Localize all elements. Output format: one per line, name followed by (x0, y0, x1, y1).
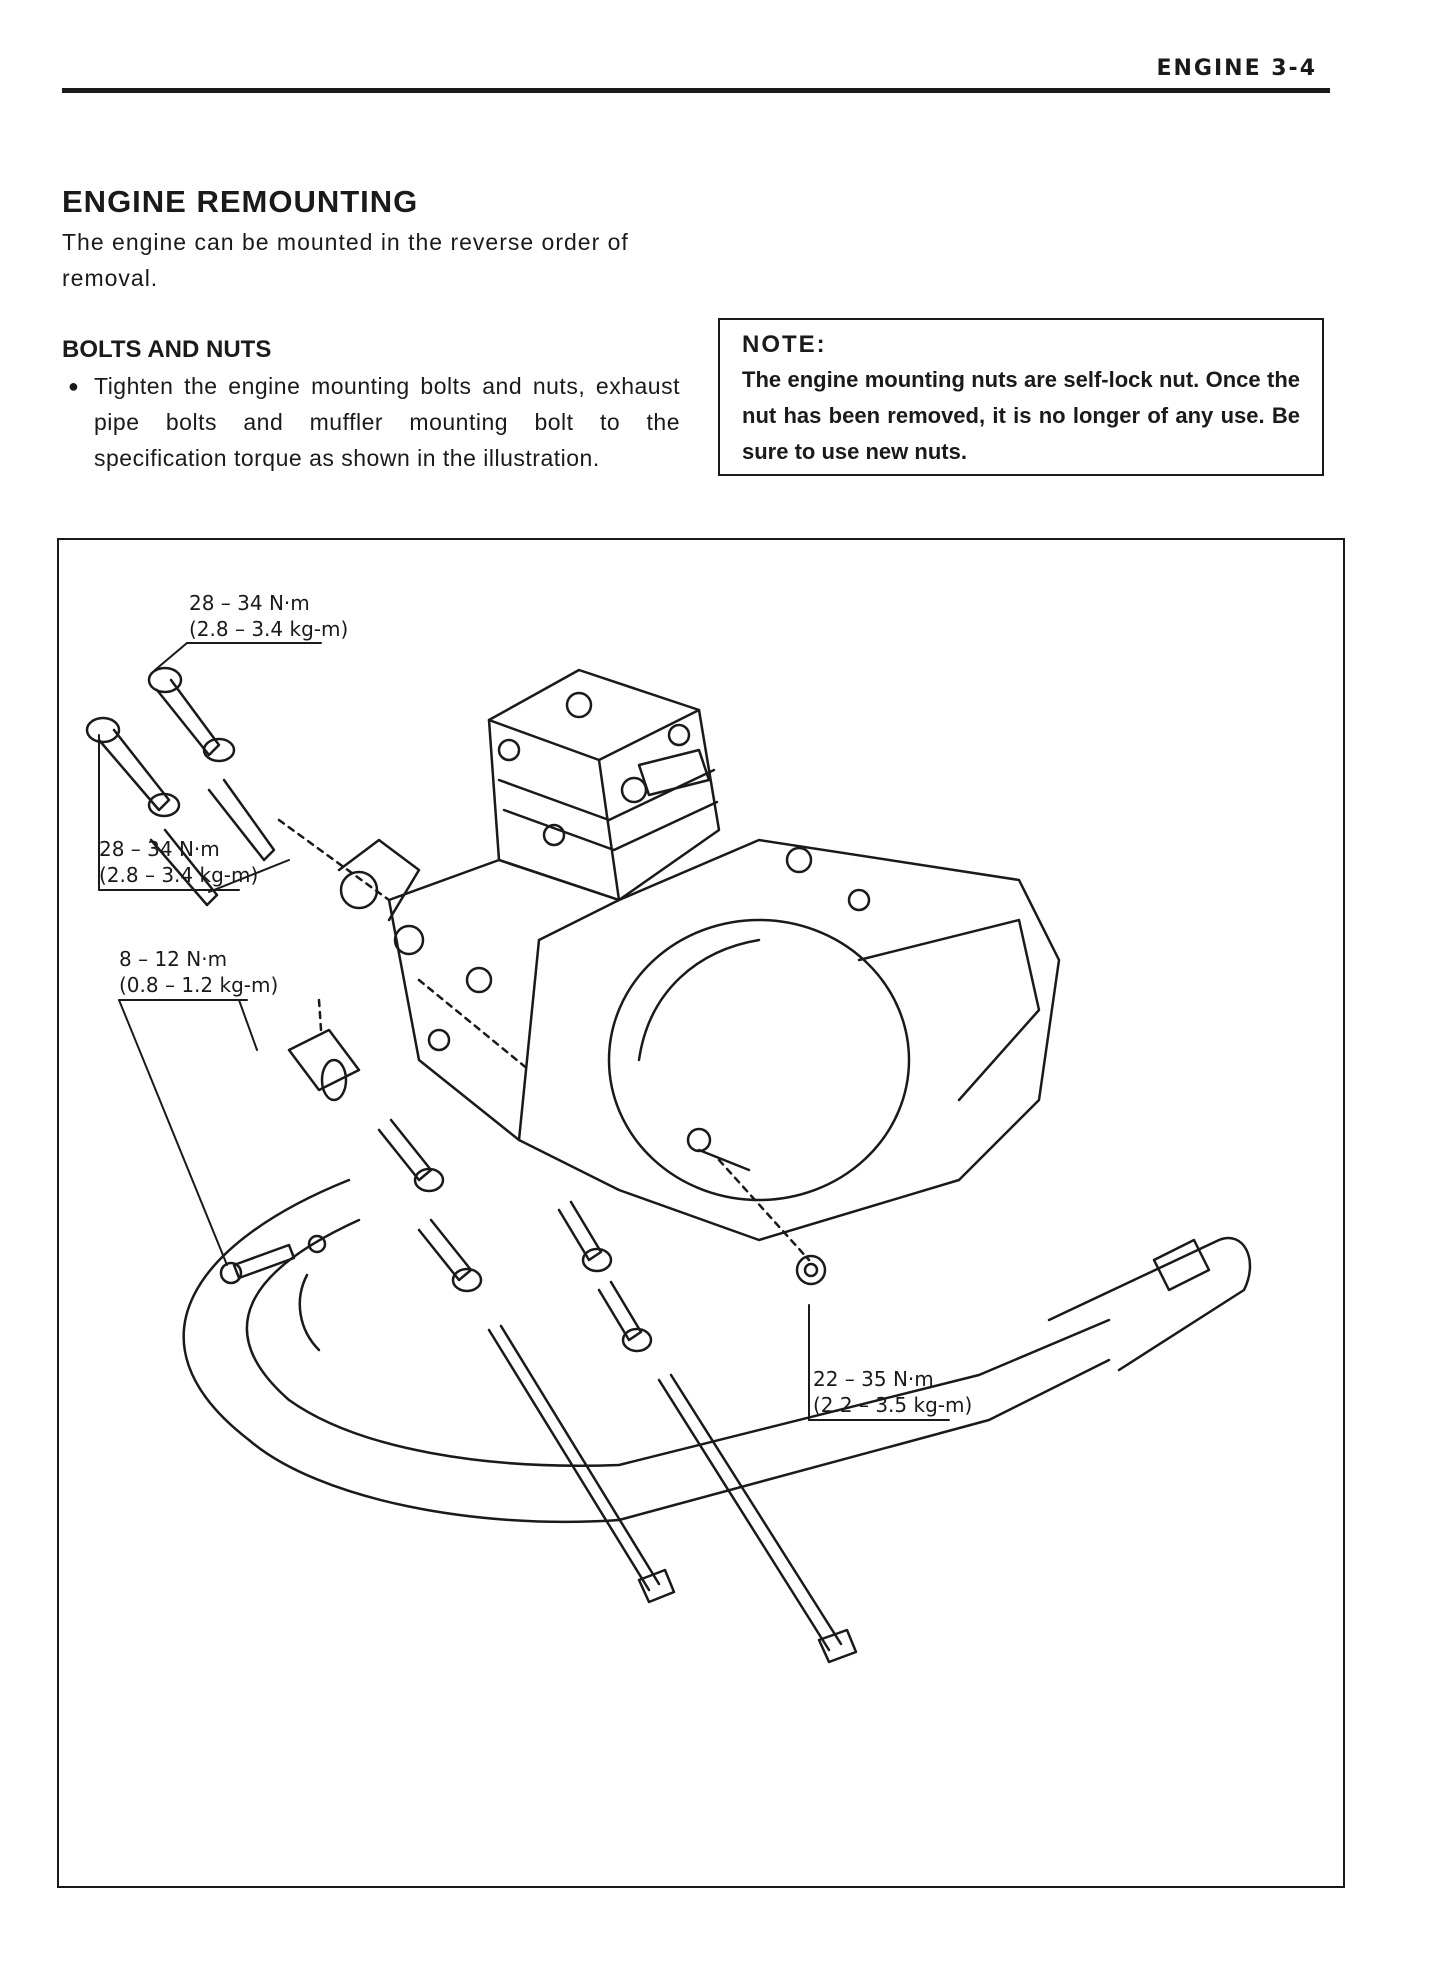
torque-label-left: 28 – 34 N·m (2.8 – 3.4 kg-m) (99, 836, 258, 888)
engine-illustration: 28 – 34 N·m (2.8 – 3.4 kg-m) 28 – 34 N·m… (57, 538, 1345, 1888)
torque-label-exhaust-nm: 8 – 12 N·m (119, 947, 228, 971)
page-header-title: ENGINE 3-4 (1156, 56, 1317, 81)
torque-label-top-kgm: (2.8 – 3.4 kg-m) (189, 617, 349, 641)
header-rule (62, 88, 1330, 93)
note-text: The engine mounting nuts are self-lock n… (742, 367, 1300, 464)
bullet-dot-icon: ● (68, 376, 80, 396)
note-title: NOTE: (742, 331, 827, 358)
bolts-heading: BOLTS AND NUTS (62, 336, 272, 363)
torque-label-muffler: 22 – 35 N·m (2.2 – 3.5 kg-m) (813, 1366, 972, 1418)
bolts-bullet-text: Tighten the engine mounting bolts and nu… (94, 373, 680, 471)
torque-label-left-nm: 28 – 34 N·m (99, 837, 220, 861)
engine-drawing (85, 642, 1252, 1664)
torque-label-top-nm: 28 – 34 N·m (189, 591, 310, 615)
torque-label-muffler-kgm: (2.2 – 3.5 kg-m) (813, 1393, 973, 1417)
torque-label-left-kgm: (2.8 – 3.4 kg-m) (99, 863, 259, 887)
bolts-bullet: ● Tighten the engine mounting bolts and … (68, 368, 680, 476)
torque-label-exhaust-kgm: (0.8 – 1.2 kg-m) (119, 973, 279, 997)
torque-label-exhaust: 8 – 12 N·m (0.8 – 1.2 kg-m) (119, 946, 278, 998)
intro-paragraph: The engine can be mounted in the reverse… (62, 229, 629, 291)
section-heading: ENGINE REMOUNTING (62, 184, 419, 219)
note-box: NOTE: The engine mounting nuts are self-… (718, 318, 1324, 476)
torque-label-top: 28 – 34 N·m (2.8 – 3.4 kg-m) (189, 590, 348, 642)
torque-label-muffler-nm: 22 – 35 N·m (813, 1367, 934, 1391)
